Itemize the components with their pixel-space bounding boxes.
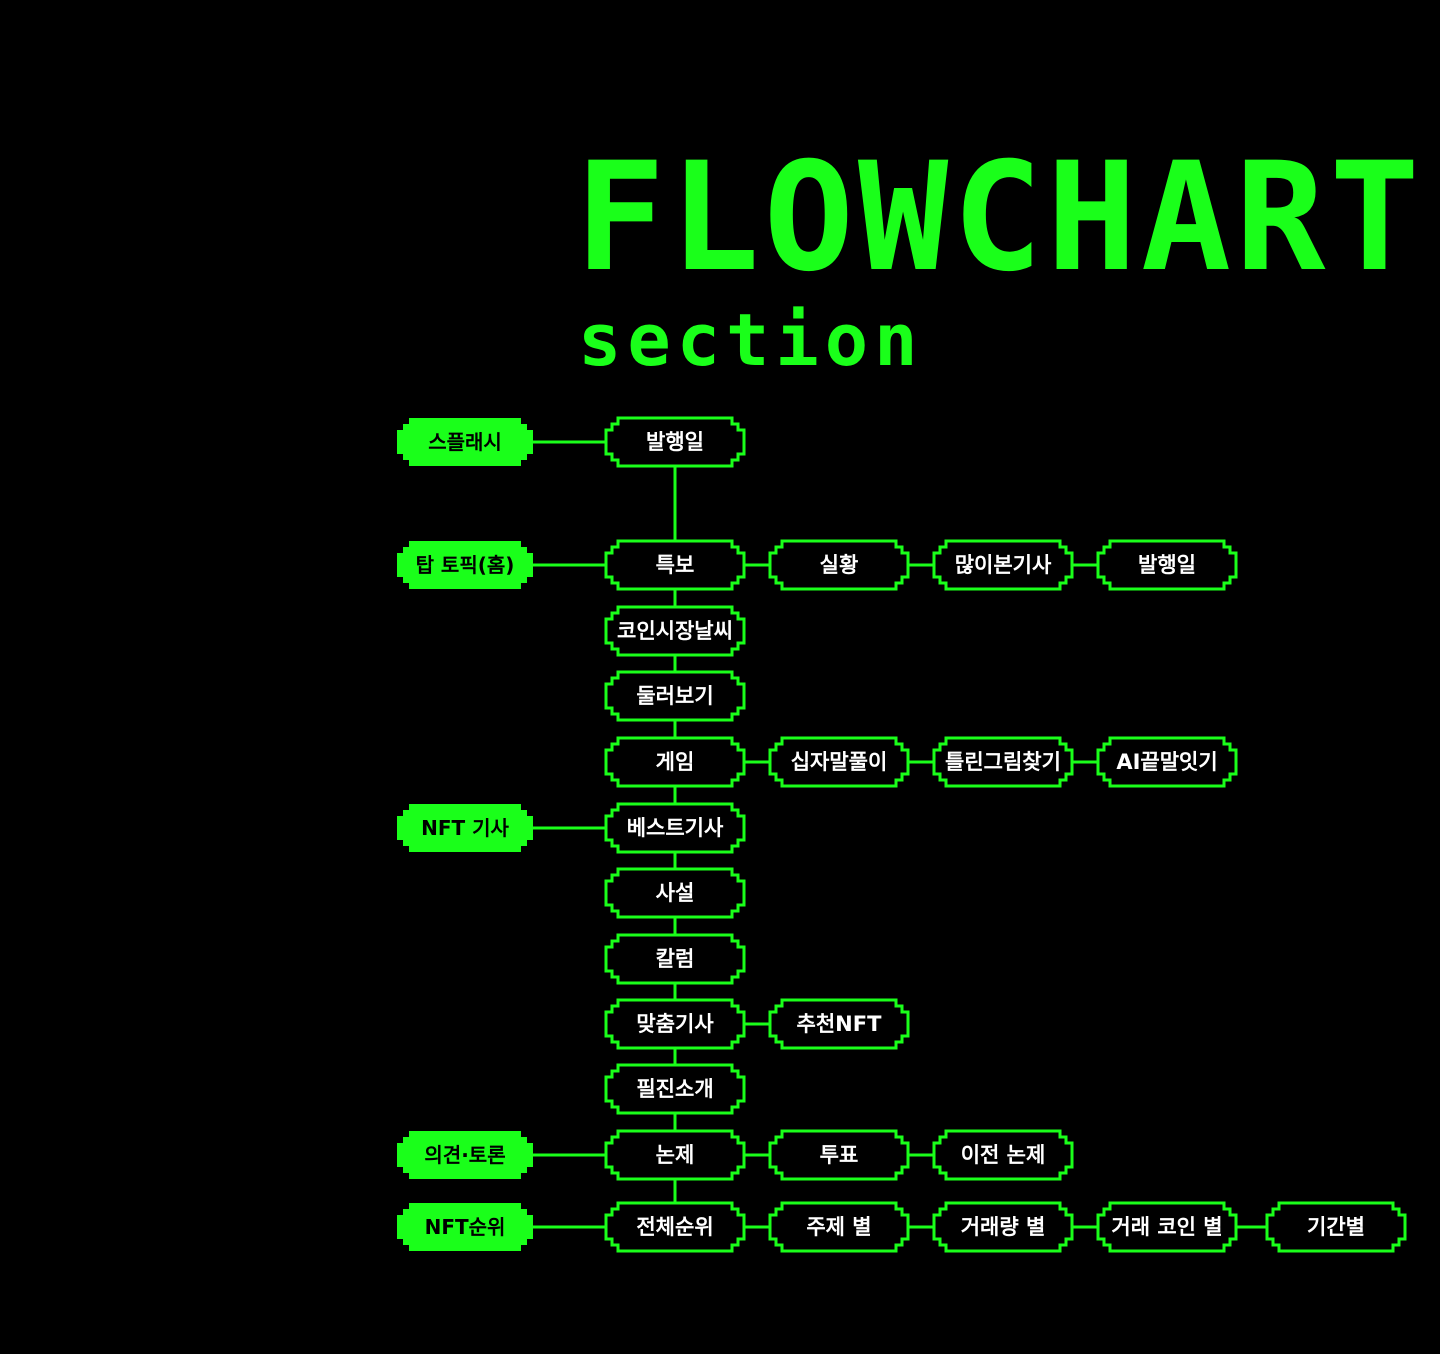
- flow-node-n_game: 게임: [604, 736, 746, 788]
- node-shape: [604, 933, 746, 985]
- flow-node-n_prevtopic: 이전 논제: [932, 1129, 1074, 1181]
- flow-node-n_special: 특보: [604, 539, 746, 591]
- category-node-c_top: 탑 토픽(홈): [397, 541, 533, 589]
- node-shape: [604, 416, 746, 468]
- node-shape: [397, 1203, 533, 1251]
- node-label: 십자말풀이: [791, 750, 888, 774]
- flow-node-n_spotdiff: 틀린그림찾기: [932, 736, 1074, 788]
- node-shape: [604, 1201, 746, 1253]
- node-label: 논제: [656, 1143, 695, 1167]
- node-shape: [932, 736, 1074, 788]
- node-shape: [604, 802, 746, 854]
- node-label: 많이본기사: [955, 553, 1052, 577]
- flow-node-n_byperiod: 기간별: [1265, 1201, 1407, 1253]
- node-label: 스플래시: [428, 430, 502, 454]
- node-shape: [932, 1201, 1074, 1253]
- node-shape: [932, 1129, 1074, 1181]
- node-label: NFT순위: [425, 1215, 506, 1239]
- flow-node-n_vote: 투표: [768, 1129, 910, 1181]
- node-label: 거래량 별: [961, 1215, 1046, 1239]
- flow-node-n_custom: 맞춤기사: [604, 998, 746, 1050]
- node-label: 거래 코인 별: [1111, 1215, 1222, 1239]
- node-label: 추천NFT: [797, 1012, 883, 1036]
- node-shape: [768, 998, 910, 1050]
- category-node-c_splash: 스플래시: [397, 418, 533, 466]
- flow-node-n_browse: 둘러보기: [604, 670, 746, 722]
- node-label: 맞춤기사: [636, 1012, 714, 1036]
- node-label: 주제 별: [806, 1215, 871, 1239]
- node-shape: [1096, 1201, 1238, 1253]
- flow-node-n_writers: 필진소개: [604, 1063, 746, 1115]
- node-shape: [397, 1131, 533, 1179]
- category-node-c_nft: NFT 기사: [397, 804, 533, 852]
- flow-node-n_column: 칼럼: [604, 933, 746, 985]
- node-label: 게임: [656, 750, 695, 774]
- node-shape: [604, 736, 746, 788]
- category-node-c_opinion: 의견·토론: [397, 1131, 533, 1179]
- flow-node-n_overall: 전체순위: [604, 1201, 746, 1253]
- node-label: 전체순위: [636, 1215, 713, 1239]
- node-shape: [768, 1129, 910, 1181]
- node-shape: [604, 998, 746, 1050]
- node-label: 발행일: [1138, 553, 1196, 577]
- node-shape: [1096, 539, 1238, 591]
- node-shape: [1265, 1201, 1407, 1253]
- node-label: NFT 기사: [421, 816, 509, 840]
- node-shape: [397, 541, 533, 589]
- flow-node-n_bytheme: 주제 별: [768, 1201, 910, 1253]
- node-label: 베스트기사: [627, 816, 724, 840]
- flow-node-n_crossword: 십자말풀이: [768, 736, 910, 788]
- node-label: 특보: [656, 553, 695, 577]
- flow-node-n_best: 베스트기사: [604, 802, 746, 854]
- page-subtitle: section: [578, 298, 924, 382]
- node-shape: [397, 804, 533, 852]
- node-label: 둘러보기: [636, 684, 713, 708]
- node-label: 의견·토론: [424, 1143, 505, 1167]
- node-shape: [768, 1201, 910, 1253]
- flow-node-n_topic: 논제: [604, 1129, 746, 1181]
- node-shape: [604, 867, 746, 919]
- node-label: 필진소개: [636, 1077, 713, 1101]
- node-label: AI끝말잇기: [1116, 750, 1217, 774]
- node-shape: [768, 539, 910, 591]
- node-shape: [604, 539, 746, 591]
- flow-node-n_recnft: 추천NFT: [768, 998, 910, 1050]
- page-title: FLOWCHART: [575, 131, 1424, 305]
- node-shape: [604, 1063, 746, 1115]
- flow-node-n_mostviewed: 많이본기사: [932, 539, 1074, 591]
- flow-node-n_issue: 발행일: [604, 416, 746, 468]
- node-label: 탑 토픽(홈): [416, 553, 515, 577]
- node-label: 발행일: [646, 430, 704, 454]
- node-label: 투표: [820, 1143, 859, 1167]
- node-label: 틀린그림찾기: [945, 750, 1061, 774]
- flow-node-n_issue2: 발행일: [1096, 539, 1238, 591]
- node-label: 기간별: [1307, 1215, 1365, 1239]
- node-shape: [604, 1129, 746, 1181]
- category-node-c_rank: NFT순위: [397, 1203, 533, 1251]
- node-label: 칼럼: [656, 947, 695, 971]
- flow-node-n_weather: 코인시장날씨: [604, 605, 746, 657]
- flow-node-n_bycoin: 거래 코인 별: [1096, 1201, 1238, 1253]
- flow-node-n_live: 실황: [768, 539, 910, 591]
- node-shape: [932, 539, 1074, 591]
- node-label: 사설: [656, 881, 695, 905]
- node-shape: [768, 736, 910, 788]
- node-shape: [397, 418, 533, 466]
- node-label: 실황: [820, 553, 859, 577]
- node-label: 코인시장날씨: [617, 619, 733, 643]
- node-shape: [1096, 736, 1238, 788]
- flow-node-n_byvolume: 거래량 별: [932, 1201, 1074, 1253]
- flow-node-n_editorial: 사설: [604, 867, 746, 919]
- node-shape: [604, 605, 746, 657]
- flow-node-n_aichain: AI끝말잇기: [1096, 736, 1238, 788]
- node-label: 이전 논제: [961, 1143, 1046, 1167]
- node-shape: [604, 670, 746, 722]
